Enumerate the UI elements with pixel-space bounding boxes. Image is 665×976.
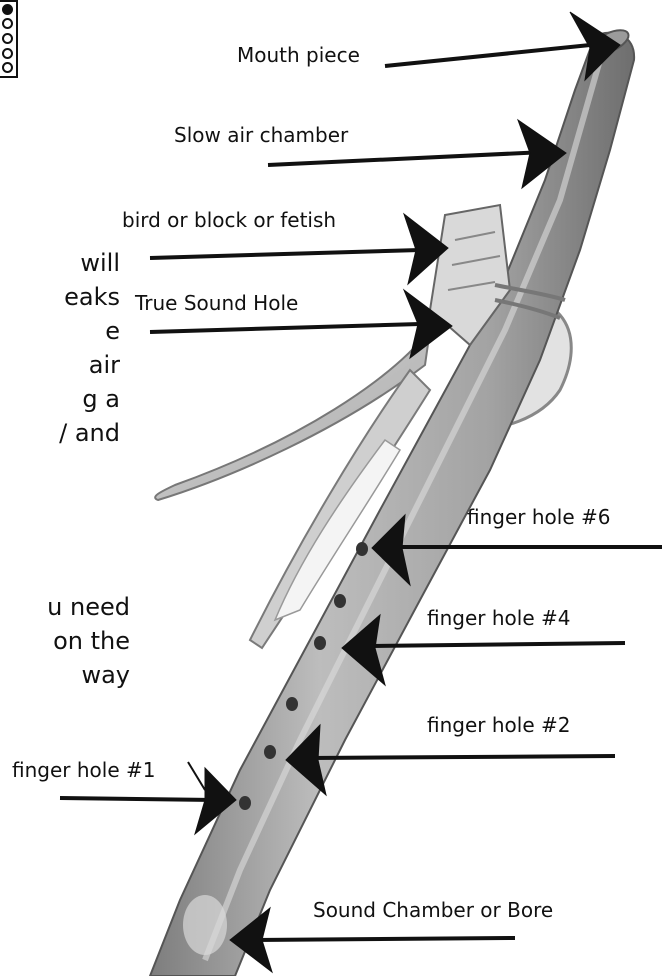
label-sound-chamber: Sound Chamber or Bore [313, 900, 553, 920]
label-finger-hole-2: finger hole #2 [427, 715, 570, 735]
label-bird-block: bird or block or fetish [122, 210, 336, 230]
label-finger-hole-6: finger hole #6 [467, 507, 610, 527]
label-true-sound-hole: True Sound Hole [135, 293, 298, 313]
label-finger-hole-1: finger hole #1 [12, 760, 155, 780]
label-slow-air-chamber: Slow air chamber [174, 125, 348, 145]
flute-body [150, 25, 634, 976]
label-finger-hole-4: finger hole #4 [427, 608, 570, 628]
label-mouth-piece: Mouth piece [237, 45, 360, 65]
